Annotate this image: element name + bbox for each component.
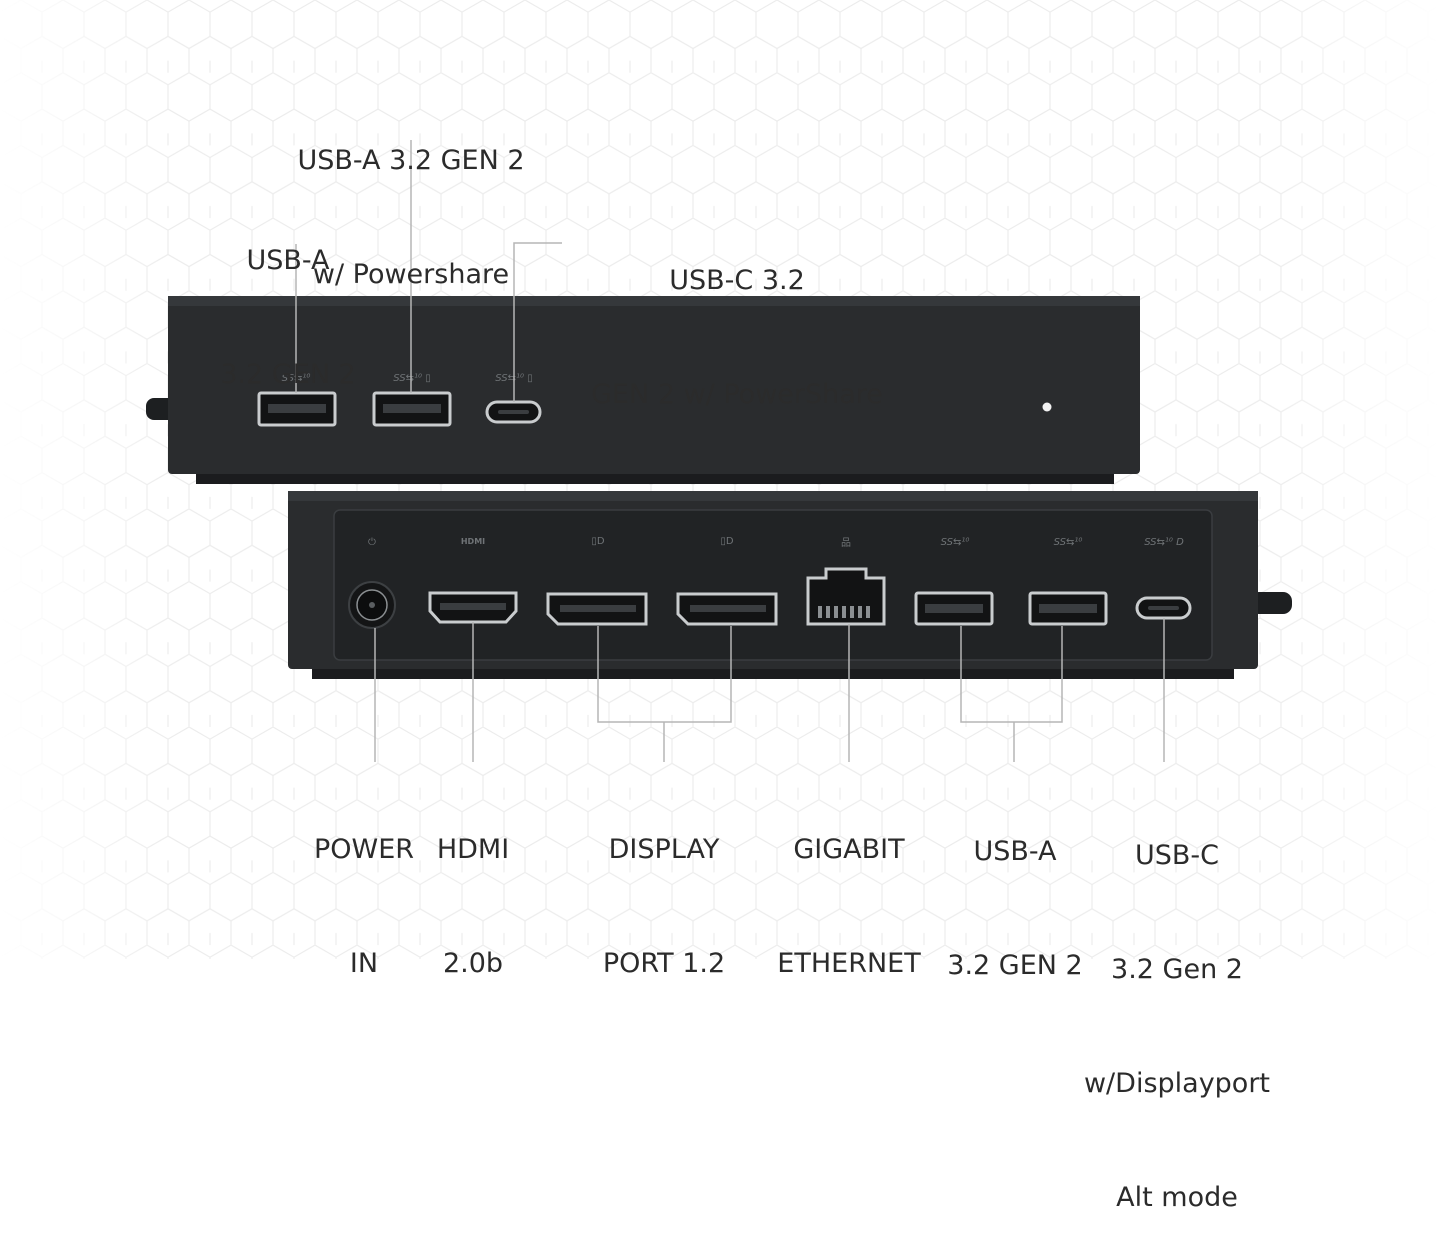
rear-usba-port-2 <box>1028 591 1108 626</box>
label-hdmi: HDMI 2.0b <box>436 834 510 979</box>
dock-rear: ⏻ HDMI ▯D ▯D 品 SS⇆¹⁰ SS⇆¹⁰ SS⇆¹⁰ D <box>288 491 1258 679</box>
displayport-port-2 <box>676 592 778 626</box>
rear-usba-port-1 <box>914 591 994 626</box>
label-power-in: POWER IN <box>313 834 415 979</box>
power-plug-icon: ⏻ <box>368 537 376 548</box>
power-in-port <box>348 581 396 629</box>
usb-icon: SS⇆¹⁰ <box>1054 537 1083 548</box>
hdmi-icon: HDMI <box>461 537 485 546</box>
label-usba-gen2-powershare: USB-A 3.2 GEN 2 w/ Powershare <box>297 145 525 290</box>
front-usba-port-2: SS⇆¹⁰ ▯ <box>372 373 452 427</box>
status-led <box>1042 402 1052 412</box>
label-displayport: DISPLAY PORT 1.2 <box>602 834 726 979</box>
usb-icon: SS⇆¹⁰ <box>941 537 970 548</box>
rear-usbc-port <box>1135 596 1192 620</box>
displayport-icon: ▯D <box>720 536 734 547</box>
label-ethernet: GIGABIT ETHERNET <box>777 834 921 979</box>
label-usbc-dp: USB-C 3.2 Gen 2 w/Displayport Alt mode <box>1083 840 1271 1213</box>
label-usba-gen2-front: USB-A 3.2 GEN 2 <box>220 245 356 390</box>
hdmi-port <box>428 591 518 624</box>
displayport-port-1 <box>546 592 648 626</box>
network-icon: 品 <box>841 537 851 549</box>
leader-lines <box>295 140 1165 762</box>
label-usbc-powershare: USB-C 3.2 GEN 2 w/ PowerShare <box>591 265 883 410</box>
ethernet-port <box>806 567 886 626</box>
displayport-icon: ▯D <box>591 536 605 547</box>
dock-diagram: SS⇆¹⁰ SS⇆¹⁰ ▯ SS⇆¹⁰ ▯ ⏻ HDMI ▯D <box>146 140 1292 762</box>
usb-dp-icon: SS⇆¹⁰ D <box>1144 537 1184 548</box>
rear-cable <box>1250 592 1292 614</box>
svg-text:SS⇆¹⁰ ▯: SS⇆¹⁰ ▯ <box>393 373 430 384</box>
